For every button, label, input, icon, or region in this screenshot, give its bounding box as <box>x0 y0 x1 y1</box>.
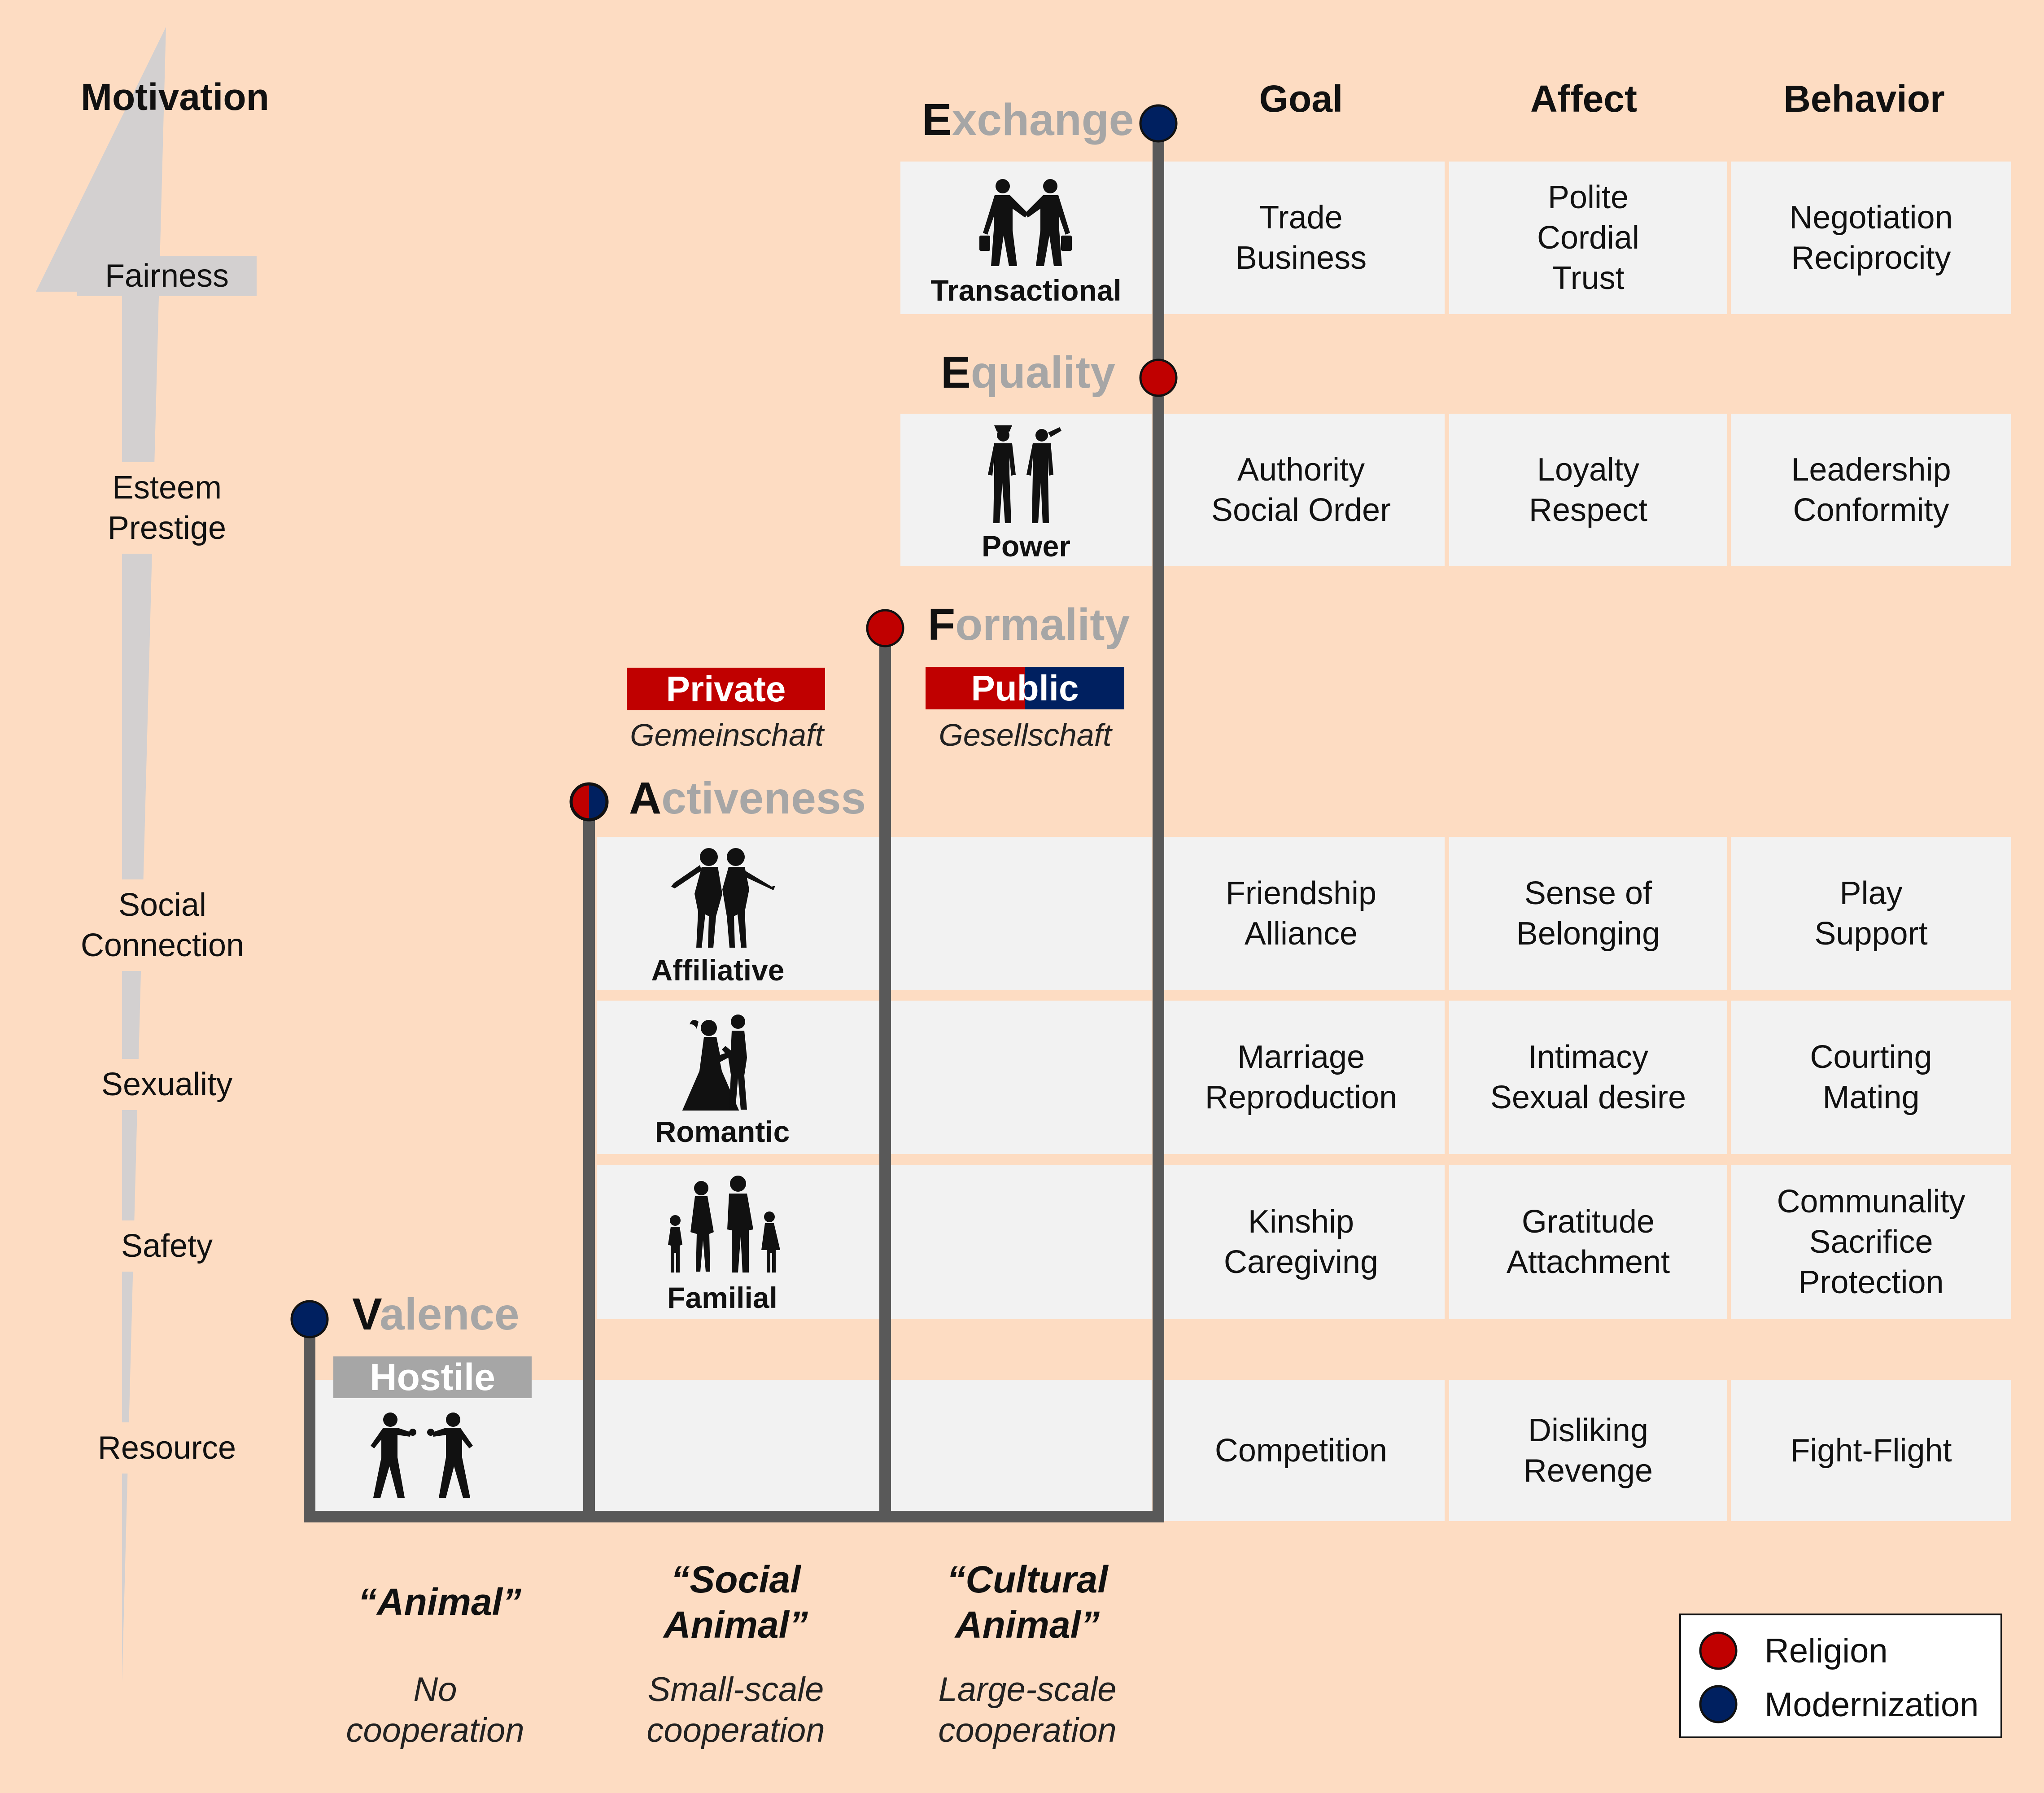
row-affiliative-icon-cell <box>597 837 1152 990</box>
row-hostile-behavior: Fight-Flight <box>1731 1380 2011 1521</box>
marker-exchange <box>1139 104 1178 143</box>
row-familial-label: Familial <box>667 1281 777 1314</box>
row-hostile-goal: Competition <box>1157 1380 1445 1521</box>
stage-formality-rest: ormality <box>955 599 1130 650</box>
stage-valence-rest: alence <box>380 1289 520 1339</box>
tag-public: Public <box>926 667 1124 709</box>
tag-public-sub: Gesellschaft <box>939 717 1112 752</box>
row-affiliative-goal: Friendship Alliance <box>1157 837 1445 990</box>
row-power-label: Power <box>981 529 1071 563</box>
row-transactional-goal: Trade Business <box>1157 162 1445 314</box>
row-romantic-label: Romantic <box>655 1115 790 1148</box>
couple-icon <box>682 1015 747 1111</box>
column-header-affect: Affect <box>1530 78 1637 120</box>
tag-hostile: Hostile <box>333 1356 532 1398</box>
marker-formality <box>866 609 904 647</box>
caption-social-animal-title: “Social Animal” <box>663 1558 808 1646</box>
row-familial-goal: Kinship Caregiving <box>1157 1165 1445 1319</box>
motivation-level-esteem: Esteem Prestige <box>77 462 257 554</box>
legend: Religion Modernization <box>1679 1614 2002 1738</box>
legend-religion-label: Religion <box>1764 1632 1888 1670</box>
stage-activeness: Activeness <box>629 773 866 824</box>
marker-activeness <box>569 782 609 822</box>
stage-formality-cap: F <box>928 599 956 650</box>
tag-private: Private <box>627 668 825 710</box>
motivation-arrow <box>36 27 166 1683</box>
row-transactional-label: Transactional <box>930 274 1122 307</box>
stage-valence: Valence <box>352 1289 520 1340</box>
motivation-level-resource: Resource <box>77 1422 257 1474</box>
friends-icon <box>671 848 775 948</box>
caption-social-animal-sub: Small-scale cooperation <box>646 1671 825 1750</box>
row-transactional-affect: Polite Cordial Trust <box>1449 162 1727 314</box>
motivation-level-safety: Safety <box>77 1220 257 1272</box>
family-icon <box>668 1176 780 1273</box>
stage-activeness-rest: ctiveness <box>661 773 866 823</box>
row-romantic-behavior: Courting Mating <box>1731 1001 2011 1154</box>
legend-modernization-label: Modernization <box>1764 1686 1979 1724</box>
column-header-goal: Goal <box>1259 78 1343 120</box>
legend-religion-swatch <box>1699 1631 1738 1670</box>
row-power-affect: Loyalty Respect <box>1449 414 1727 566</box>
motivation-level-fairness: Fairness <box>77 256 257 296</box>
stage-equality: Equality <box>941 347 1115 398</box>
caption-cultural-animal-sub: Large-scale cooperation <box>938 1671 1117 1750</box>
row-affiliative-label: Affiliative <box>651 953 785 987</box>
stage-formality: Formality <box>928 599 1130 651</box>
caption-cultural-animal-title: “Cultural Animal” <box>947 1558 1108 1646</box>
row-familial-icon-cell <box>597 1165 1152 1319</box>
marker-valence <box>290 1300 329 1338</box>
stage-exchange-cap: E <box>922 95 952 145</box>
row-power-goal: Authority Social Order <box>1157 414 1445 566</box>
tag-hostile-label: Hostile <box>369 1356 496 1398</box>
caption-animal-title: “Animal” <box>358 1581 522 1623</box>
handshake-icon <box>979 179 1072 266</box>
row-transactional-behavior: Negotiation Reciprocity <box>1731 162 2011 314</box>
row-transactional-icon-cell <box>900 162 1152 314</box>
salute-icon <box>988 425 1061 523</box>
row-power-behavior: Leadership Conformity <box>1731 414 2011 566</box>
row-familial-behavior: Communality Sacrifice Protection <box>1731 1165 2011 1319</box>
tag-private-sub: Gemeinschaft <box>630 717 824 752</box>
stage-activeness-cap: A <box>629 773 662 823</box>
stage-exchange: Exchange <box>922 94 1134 146</box>
stage-equality-cap: E <box>941 347 971 398</box>
row-romantic-goal: Marriage Reproduction <box>1157 1001 1445 1154</box>
motivation-title: Motivation <box>81 76 269 118</box>
legend-modernization-swatch <box>1699 1685 1738 1723</box>
stage-valence-cap: V <box>352 1289 380 1339</box>
boxers-icon <box>371 1413 473 1498</box>
marker-equality <box>1139 359 1178 397</box>
motivation-level-sexuality: Sexuality <box>77 1059 257 1110</box>
row-romantic-affect: Intimacy Sexual desire <box>1449 1001 1727 1154</box>
motivation-level-social: Social Connection <box>50 879 275 971</box>
tag-private-label: Private <box>666 669 786 709</box>
row-hostile-affect: Disliking Revenge <box>1449 1380 1727 1521</box>
row-familial-affect: Gratitude Attachment <box>1449 1165 1727 1319</box>
row-power-icon-cell <box>900 414 1152 566</box>
column-header-behavior: Behavior <box>1783 78 1945 120</box>
tag-public-label: Public <box>971 668 1079 708</box>
stage-exchange-rest: xchange <box>952 95 1134 145</box>
caption-animal-sub: No cooperation <box>346 1671 524 1750</box>
row-affiliative-affect: Sense of Belonging <box>1449 837 1727 990</box>
stage-equality-rest: quality <box>970 347 1115 398</box>
row-romantic-icon-cell <box>597 1001 1152 1154</box>
row-affiliative-behavior: Play Support <box>1731 837 2011 990</box>
